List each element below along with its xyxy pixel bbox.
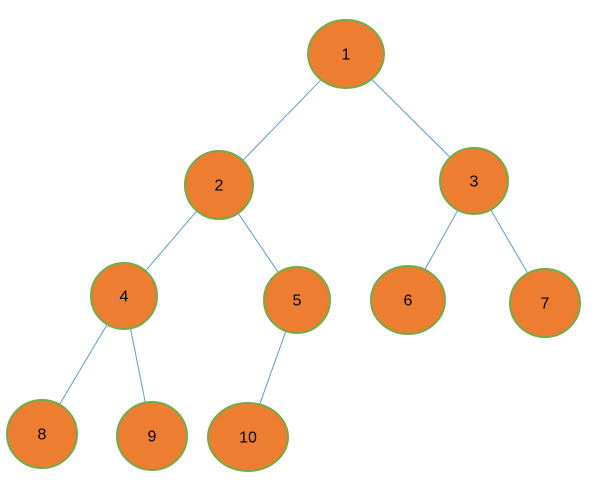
tree-node-5: 5: [263, 266, 331, 334]
node-circle: [439, 147, 509, 215]
node-label: 10: [239, 430, 257, 447]
node-circle: [90, 262, 158, 330]
node-circle: [184, 150, 254, 220]
edges-layer: [59, 78, 529, 405]
node-label: 2: [215, 178, 224, 195]
node-label: 4: [120, 289, 129, 306]
edge-n4-n9: [129, 328, 146, 403]
node-label: 9: [148, 429, 157, 446]
tree-node-3: 3: [439, 147, 509, 215]
edge-n3-n6: [424, 209, 459, 270]
node-circle: [509, 268, 581, 338]
node-label: 3: [470, 174, 479, 191]
tree-node-10: 10: [207, 402, 289, 472]
edge-n4-n8: [59, 324, 108, 405]
tree-node-1: 1: [307, 19, 385, 89]
tree-node-4: 4: [90, 262, 158, 330]
node-label: 6: [404, 293, 413, 310]
node-label: 5: [293, 293, 302, 310]
tree-node-7: 7: [509, 268, 581, 338]
edge-n2-n5: [237, 212, 279, 273]
edge-n1-n3: [371, 78, 451, 158]
tree-node-9: 9: [116, 401, 188, 471]
node-circle: [263, 266, 331, 334]
node-circle: [207, 402, 289, 472]
node-label: 1: [342, 47, 351, 64]
nodes-layer: 1 2 3 4 5 6 7 8 9 10: [6, 19, 581, 472]
tree-node-8: 8: [6, 399, 78, 469]
node-label: 8: [38, 427, 47, 444]
edge-n3-n7: [490, 209, 529, 274]
node-label: 7: [541, 296, 550, 313]
tree-node-2: 2: [184, 150, 254, 220]
node-circle: [307, 19, 385, 89]
edge-n5-n10: [259, 330, 287, 405]
tree-node-6: 6: [370, 265, 446, 335]
edge-n1-n2: [242, 79, 322, 161]
edge-n2-n4: [145, 210, 198, 272]
node-circle: [370, 265, 446, 335]
node-circle: [116, 401, 188, 471]
node-circle: [6, 399, 78, 469]
